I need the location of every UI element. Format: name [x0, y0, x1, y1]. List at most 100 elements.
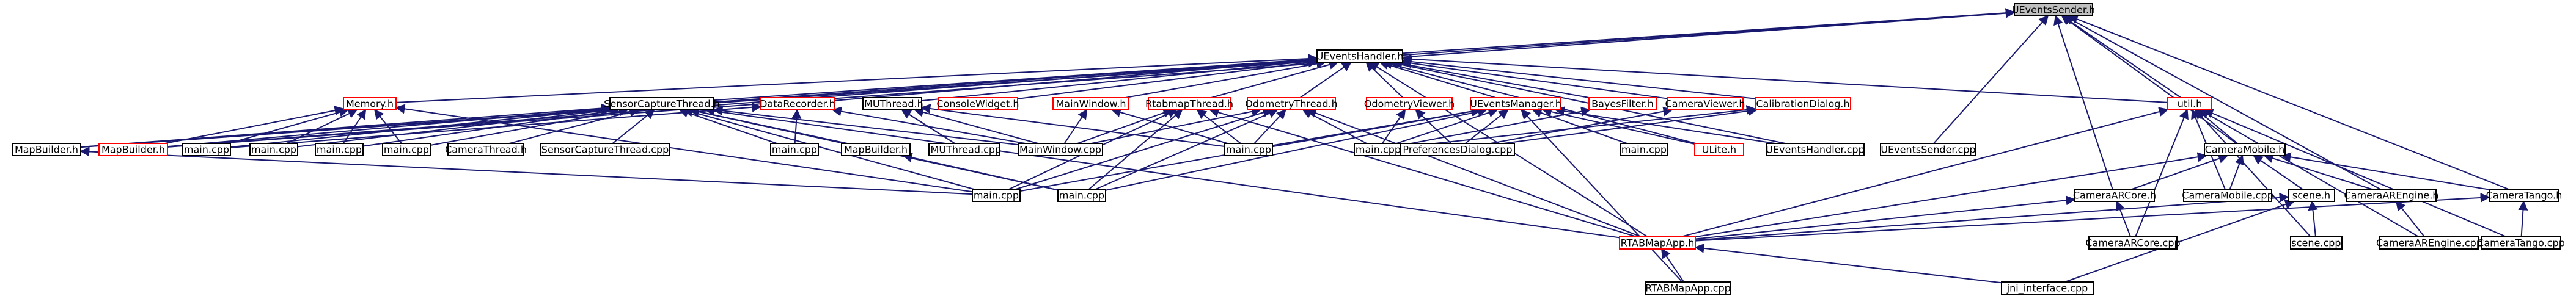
node-odometryviewer-h[interactable]: OdometryViewer.h [1364, 97, 1455, 110]
node-util-h[interactable]: util.h [2167, 97, 2212, 110]
node-box [1148, 97, 1231, 110]
edge-datarecorder_h-to-main_cpp_1 [230, 102, 762, 148]
edge-bayesfilter_h-to-main_cpp_7 [1401, 106, 1591, 146]
node-calibrationdialog-h[interactable]: CalibrationDialog.h [1755, 97, 1851, 110]
node-ueventsmanager-h[interactable]: UEventsManager.h [1470, 97, 1561, 110]
edge-cameramobile_h-to-cameratango_h [2281, 152, 2490, 190]
node-cameratango-h[interactable]: CameraTango.h [2486, 189, 2563, 202]
edge-cameramobile_h-to-scene_h [2253, 155, 2303, 190]
edge-sensor_capture_thread_h-to-main_cpp_4 [430, 106, 629, 146]
edge-util_h-to-cameraarcore_cpp [2135, 109, 2189, 237]
edge-uevents_handler_h-to-calibrationdialog_h [1401, 57, 1756, 99]
node-cameramobile-cpp[interactable]: CameraMobile.cpp [2182, 189, 2273, 202]
node-label: CameraTango.cpp [2477, 237, 2565, 249]
node-mapbuilder-h-1[interactable]: MapBuilder.h [12, 143, 81, 156]
edge-odometrythread_h-to-main_cpp_9 [1015, 107, 1273, 190]
node-main-cpp-7[interactable]: main.cpp [1354, 143, 1403, 156]
node-mainwindow-cpp[interactable]: MainWindow.cpp [1018, 143, 1103, 156]
node-box [2088, 236, 2178, 250]
node-sensorcapturethread-cpp[interactable]: SensorCaptureThread.cpp [540, 143, 670, 156]
edge-mainwindow_h-to-main_cpp_6 [1110, 107, 1228, 144]
node-camerathread-h[interactable]: CameraThread.h [445, 143, 527, 156]
node-jni-interface-cpp[interactable]: jni_interface.cpp [2001, 281, 2094, 295]
node-label: ULite.h [1702, 144, 1736, 156]
node-main-cpp-9[interactable]: main.cpp [972, 189, 1021, 202]
node-cameraarengine-h[interactable]: CameraAREngine.h [2344, 189, 2439, 202]
node-main-cpp-8[interactable]: main.cpp [1620, 143, 1668, 156]
node-main-cpp-6[interactable]: main.cpp [1224, 143, 1273, 156]
node-cameraarcore-cpp[interactable]: CameraARCore.cpp [2085, 236, 2181, 250]
edge-memory_h-to-main_cpp_1 [228, 107, 349, 144]
edge-odometrythread_h-to-main_cpp_10 [1095, 109, 1279, 190]
node-main-cpp-4[interactable]: main.cpp [382, 143, 431, 156]
node-memory-h[interactable]: Memory.h [343, 97, 397, 110]
node-sensor-capture-thread-h[interactable]: SensorCaptureThread.h [604, 97, 720, 110]
node-box [2204, 143, 2286, 156]
edge-imuthread_h-to-mainwindow_cpp [914, 107, 1038, 144]
node-uevents-handler-h[interactable]: UEventsHandler.h [1316, 49, 1404, 63]
node-box [972, 189, 1021, 202]
node-ulite-h[interactable]: ULite.h [1694, 143, 1744, 156]
node-imuthread-cpp[interactable]: IMUThread.cpp [928, 143, 1001, 156]
node-rtabmapthread-h[interactable]: RtabmapThread.h [1145, 97, 1233, 110]
node-cameratango-cpp[interactable]: CameraTango.cpp [2477, 236, 2565, 250]
edge-ueventsmanager_h-to-ulite_h [1541, 107, 1695, 145]
node-bayesfilter-h[interactable]: BayesFilter.h [1588, 97, 1657, 110]
node-odometrythread-h[interactable]: OdometryThread.h [1245, 97, 1338, 110]
node-main-cpp-10[interactable]: main.cpp [1057, 189, 1106, 202]
node-ueventshandler-cpp[interactable]: UEventsHandler.cpp [1766, 143, 1865, 156]
node-preferencesdialog-cpp[interactable]: PreferencesDialog.cpp [1400, 143, 1515, 156]
edge-uevents_handler_h-to-util_h [1401, 54, 2168, 103]
node-scene-cpp[interactable]: scene.cpp [2290, 236, 2343, 250]
node-label: main.cpp [317, 144, 362, 156]
edge-mapbuilder_h_3-to-main_cpp_10 [902, 153, 1059, 191]
node-cameramobile-h[interactable]: CameraMobile.h [2204, 143, 2286, 156]
node-box [2288, 189, 2335, 202]
node-label: UEventsHandler.h [1316, 51, 1404, 62]
node-label: DataRecorder.h [760, 98, 835, 110]
node-label: util.h [2178, 98, 2203, 110]
node-main-cpp-5[interactable]: main.cpp [770, 143, 819, 156]
node-cameraarengine-cpp[interactable]: CameraAREngine.cpp [2376, 236, 2482, 250]
node-datarecorder-h[interactable]: DataRecorder.h [760, 97, 835, 110]
node-box [2183, 189, 2272, 202]
node-box [2379, 236, 2479, 250]
node-mainwindow-h[interactable]: MainWindow.h [1052, 97, 1129, 110]
node-label: CameraViewer.h [1665, 98, 1745, 110]
edge-uevents_handler_h-to-consolewidget_h [1017, 57, 1318, 99]
edge-calibrationdialog_h-to-preferencesdialog_cpp [1503, 106, 1758, 144]
node-rtabmapapp-h[interactable]: RTABMapApp.h [1619, 236, 1696, 250]
node-rtabmapapp-cpp[interactable]: RTABMapApp.cpp [1645, 281, 1731, 295]
node-imuthread-h[interactable]: IMUThread.h [861, 97, 923, 110]
node-label: BayesFilter.h [1591, 98, 1654, 110]
node-mapbuilder-h-3[interactable]: MapBuilder.h [841, 143, 911, 156]
node-box [760, 97, 835, 110]
node-uevents-sender-h[interactable]: UEventsSender.h [2012, 3, 2095, 16]
edge-uevents_sender_h-to-ueventssender_cpp [1933, 15, 2049, 144]
node-box [928, 143, 1000, 156]
node-cameraarcore-h[interactable]: CameraARCore.h [2073, 189, 2156, 202]
node-scene-h[interactable]: scene.h [2288, 189, 2335, 202]
node-consolewidget-h[interactable]: ConsoleWidget.h [936, 97, 1019, 110]
node-label: main.cpp [974, 190, 1019, 201]
node-mapbuilder-h-2[interactable]: MapBuilder.h [98, 143, 168, 156]
edge-ueventsmanager_h-to-ueventshandler_cpp [1554, 106, 1775, 144]
edge-util_h-to-cameratango_cpp [2203, 109, 2507, 237]
node-main-cpp-2[interactable]: main.cpp [249, 143, 298, 156]
node-box [1619, 236, 1696, 250]
node-cameraviewer-h[interactable]: CameraViewer.h [1665, 97, 1745, 110]
node-label: RTABMapApp.h [1621, 237, 1695, 249]
node-label: MapBuilder.h [844, 144, 908, 156]
node-main-cpp-1[interactable]: main.cpp [182, 143, 231, 156]
edge-cameraarengine_h-to-cameraarengine_cpp [2395, 200, 2425, 237]
node-box [1057, 189, 1106, 202]
node-box [343, 97, 397, 110]
node-box [862, 97, 922, 110]
node-label: main.cpp [251, 144, 296, 156]
node-ueventssender-cpp[interactable]: UEventsSender.cpp [1880, 143, 1976, 156]
edge-cameramobile_h-to-cameraarcore_h [2132, 154, 2229, 190]
edge-uevents_handler_h-to-odometrythread_h [1299, 62, 1352, 98]
edge-cameramobile_h-to-cameraarengine_h [2263, 153, 2372, 190]
edge-datarecorder_h-to-main_cpp_5 [791, 109, 802, 144]
node-main-cpp-3[interactable]: main.cpp [315, 143, 364, 156]
